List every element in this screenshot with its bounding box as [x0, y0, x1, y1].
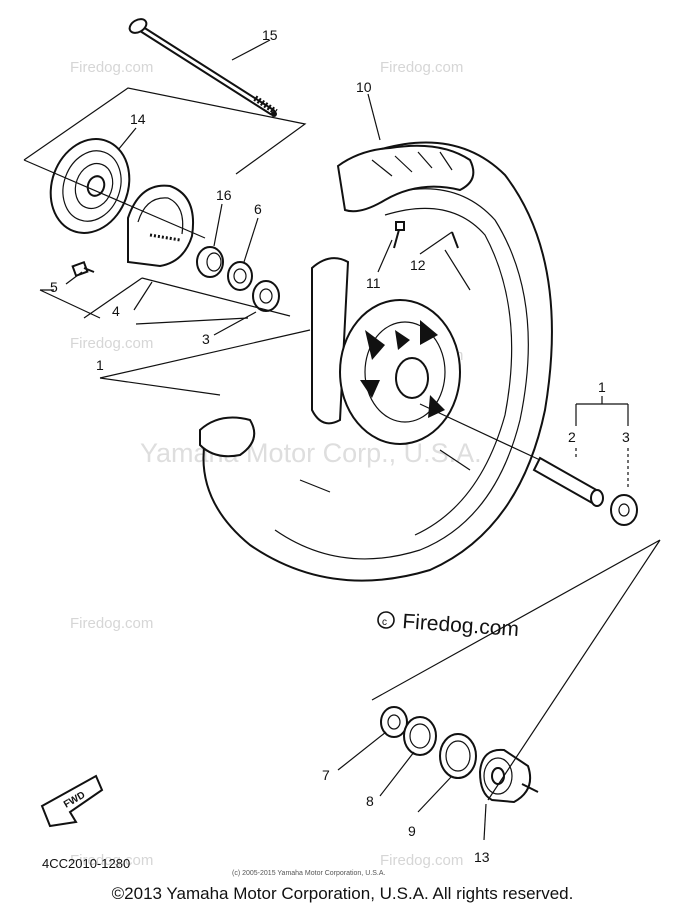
callout-7: 7 — [322, 767, 330, 783]
watermark-top-left: Firedog.com — [70, 59, 153, 76]
callout-labels: 15 14 10 16 6 12 11 5 4 3 1 1 2 3 7 8 9 … — [50, 27, 630, 865]
wheel-hub — [299, 249, 471, 493]
firedog-big-text: Firedog.com — [402, 610, 520, 641]
watermark-bottom-left: Firedog.com — [70, 852, 153, 869]
callout-1-left: 1 — [96, 357, 104, 373]
part-4-hub-cover — [127, 184, 194, 268]
part-code: 4CC2010-1280 — [42, 856, 130, 871]
callout-16: 16 — [216, 187, 232, 203]
part-12-valve-cap — [451, 231, 459, 249]
callout-6: 6 — [254, 201, 262, 217]
part-11-valve-stem — [393, 221, 405, 249]
copyright-footer: ©2013 Yamaha Motor Corporation, U.S.A. A… — [111, 884, 574, 903]
watermark-mid-left: Firedog.com — [70, 335, 153, 352]
callout-3-left: 3 — [202, 331, 210, 347]
part-13-gear-unit — [478, 748, 539, 804]
callout-1-right: 1 — [598, 379, 606, 395]
part-5-bolt — [71, 260, 95, 278]
part-15-axle — [128, 18, 278, 117]
part-7-retainer — [380, 706, 408, 738]
callout-10: 10 — [356, 79, 372, 95]
part-8-clutch — [403, 716, 437, 756]
watermark-top-right: Firedog.com — [380, 59, 463, 76]
part-10-wheel — [199, 141, 553, 582]
callout-4: 4 — [112, 303, 120, 319]
part-2-spacer — [532, 456, 604, 507]
part-16-collar — [196, 246, 224, 278]
callout-3-right: 3 — [622, 429, 630, 445]
callout-2: 2 — [568, 429, 576, 445]
part-3-bearing-right — [610, 494, 638, 526]
watermark-lower-left: Firedog.com — [70, 615, 153, 632]
watermark-center: Yamaha Motor Corp., U.S.A. — [140, 438, 482, 468]
callout-11: 11 — [366, 275, 381, 291]
watermark-bottom-right: Firedog.com — [380, 852, 463, 869]
copyright-circle-icon — [377, 611, 395, 629]
leader-lines — [23, 39, 661, 841]
part-6-oil-seal — [227, 261, 253, 291]
fwd-arrow-icon: FWD — [40, 774, 104, 828]
callout-15: 15 — [262, 27, 278, 43]
callout-8: 8 — [366, 793, 374, 809]
svg-text:c: c — [382, 617, 387, 628]
callout-13: 13 — [474, 849, 490, 865]
firedog-watermark: c Firedog.com — [377, 610, 520, 641]
part-14-brake-plate — [49, 138, 131, 234]
part-3-bearing-left — [252, 280, 280, 312]
callout-14: 14 — [130, 111, 146, 127]
fineprint-copyright: (c) 2005-2015 Yamaha Motor Corporation, … — [232, 870, 385, 877]
watermark-layer: Firedog.com Firedog.com Firedog.com Fire… — [70, 59, 482, 869]
callout-9: 9 — [408, 823, 416, 839]
callout-5: 5 — [50, 279, 58, 295]
callout-12: 12 — [410, 257, 426, 273]
part-9-oil-seal — [439, 733, 477, 779]
